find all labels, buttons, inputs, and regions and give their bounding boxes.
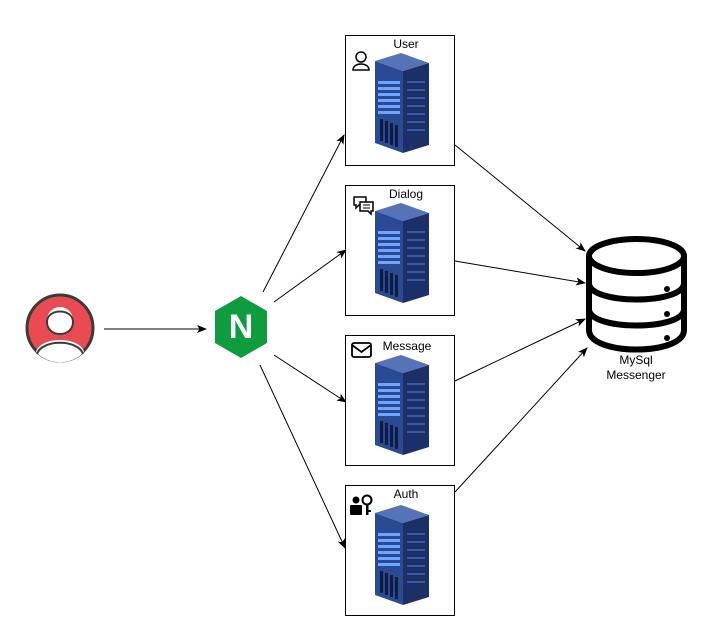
arrow-gateway-to-auth [259,364,346,549]
service-label-dialog: Dialog [389,187,423,201]
service-box-dialog: Dialog [345,185,455,316]
database-icon [586,236,687,353]
server-icon [375,203,429,303]
user-key-icon [350,494,373,515]
chat-icon [353,196,374,216]
arrow-auth-to-db [454,347,588,493]
service-label-user: User [393,37,418,51]
service-box-user: User [345,35,455,166]
arrow-dialog-to-db [454,260,586,286]
arrow-gateway-to-dialog [273,249,347,303]
arrow-gateway-to-message [273,354,347,403]
arrow-message-to-db [454,318,586,382]
service-box-message: Message [345,335,455,466]
server-icon [375,53,429,153]
service-label-message: Message [383,339,432,353]
nginx-logo: N [215,296,267,358]
server-icon [375,505,429,605]
service-box-auth: Auth [345,485,455,616]
connectors [104,134,588,549]
server-icon [375,355,429,455]
arrow-gateway-to-user [262,134,345,293]
nginx-letter: N [229,308,254,346]
arrow-user-to-db [454,144,586,252]
database-label-line2: Messenger [606,368,665,382]
user-icon [352,51,370,71]
database-label-line1: MySql [619,353,652,367]
envelope-icon [351,342,372,358]
service-label-auth: Auth [394,487,419,501]
client-avatar [25,293,95,363]
